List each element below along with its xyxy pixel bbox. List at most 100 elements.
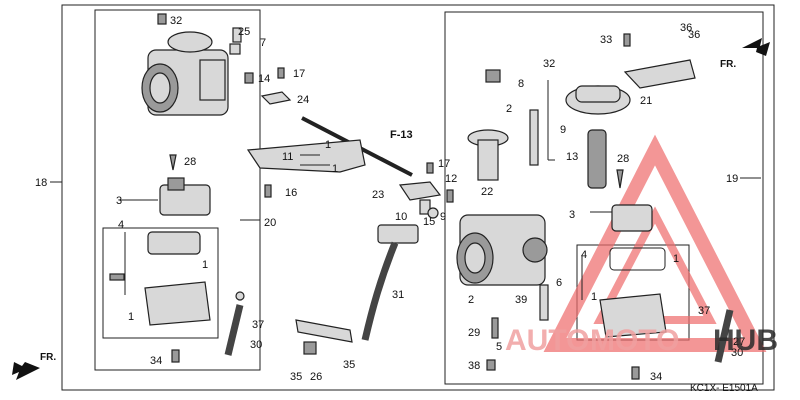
spring-25 xyxy=(232,27,242,43)
float-bowl-box-left xyxy=(102,227,219,339)
clip-24 xyxy=(260,91,292,105)
callout-32: 32 xyxy=(170,15,182,27)
right-group-frame xyxy=(444,11,764,385)
leader-lines xyxy=(50,80,761,300)
callout-21: 21 xyxy=(640,95,652,107)
diagram-code: KC1X- E1501A xyxy=(690,383,758,394)
float-3-left xyxy=(159,177,211,216)
float-bowl-right xyxy=(599,293,667,338)
callout-2b: 2 xyxy=(468,294,474,306)
callout-7: 7 xyxy=(260,37,266,49)
gasket-left xyxy=(147,231,201,255)
float-bowl-left xyxy=(144,281,211,326)
callout-20: 20 xyxy=(264,217,276,229)
callout-33: 33 xyxy=(600,34,612,46)
cap-8 xyxy=(485,69,501,83)
screw-16 xyxy=(264,184,272,198)
callout-22: 22 xyxy=(481,186,493,198)
callout-26: 26 xyxy=(310,371,322,383)
carburetor-body-left xyxy=(141,31,229,116)
callout-1b: 1 xyxy=(332,163,338,175)
diaphragm-piston-22 xyxy=(467,129,509,181)
callout-17a: 17 xyxy=(293,68,305,80)
screw-14 xyxy=(244,72,254,84)
callout-17b: 17 xyxy=(438,158,450,170)
needle-29 xyxy=(491,317,499,339)
callout-30b: 30 xyxy=(731,347,743,359)
throttle-lever-23 xyxy=(398,181,442,201)
callout-4a: 4 xyxy=(118,219,124,231)
outer-frame xyxy=(61,4,775,391)
watermark-moto: MOTO xyxy=(590,324,679,357)
callout-35b: 35 xyxy=(343,359,355,371)
callout-1d: 1 xyxy=(128,311,134,323)
gasket-right xyxy=(609,247,666,271)
callout-25: 25 xyxy=(238,26,250,38)
callout-37b: 37 xyxy=(698,305,710,317)
callout-28b: 28 xyxy=(617,153,629,165)
callout-36b: 36 xyxy=(688,29,700,41)
callout-1e: 1 xyxy=(673,253,679,265)
float-3-right xyxy=(611,204,653,232)
callout-6: 6 xyxy=(556,277,562,289)
callout-3b: 3 xyxy=(569,209,575,221)
clip-37-left xyxy=(235,291,245,301)
screw-34-right xyxy=(631,366,640,380)
fr-arrow-left-icon xyxy=(12,362,40,380)
cap-7 xyxy=(229,43,241,55)
callout-1c: 1 xyxy=(202,259,208,271)
bracket-36 xyxy=(623,59,696,89)
left-group-frame xyxy=(94,9,261,371)
callout-19: 19 xyxy=(726,173,738,185)
callout-15: 15 xyxy=(423,216,435,228)
diaphragm-cover-21 xyxy=(565,85,631,115)
callout-35a: 35 xyxy=(290,371,302,383)
spring-15 xyxy=(427,207,439,219)
callout-16: 16 xyxy=(285,187,297,199)
callout-23: 23 xyxy=(372,189,384,201)
jet-needle-9 xyxy=(529,109,539,166)
drain-screw-left xyxy=(109,273,125,281)
callout-5: 5 xyxy=(496,341,502,353)
callout-30a: 30 xyxy=(250,339,262,351)
fr-arrow-right-icon xyxy=(742,38,770,56)
screw-32-left xyxy=(157,13,167,25)
callout-18: 18 xyxy=(35,177,47,189)
needle-28-right xyxy=(616,169,624,189)
callout-8: 8 xyxy=(518,78,524,90)
callout-3a: 3 xyxy=(116,195,122,207)
watermark-hub: HUB xyxy=(713,324,778,357)
fr-label-left: FR. xyxy=(40,352,56,363)
callout-28a: 28 xyxy=(184,156,196,168)
fr-label-right: FR. xyxy=(720,59,736,70)
callout-38: 38 xyxy=(468,360,480,372)
callout-27: 27 xyxy=(733,336,745,348)
callout-f13: F-13 xyxy=(390,129,413,141)
callout-1f: 1 xyxy=(591,291,597,303)
jet-6 xyxy=(539,284,549,321)
needle-28-left xyxy=(169,154,177,171)
callout-12: 12 xyxy=(445,173,457,185)
screw-17a xyxy=(277,67,285,79)
callout-34a: 34 xyxy=(150,355,162,367)
callout-32b: 32 xyxy=(543,58,555,70)
bracket-26 xyxy=(295,319,353,355)
watermark-auto: AUTO xyxy=(505,324,589,357)
callout-24: 24 xyxy=(297,94,309,106)
callout-29: 29 xyxy=(468,327,480,339)
callout-11: 11 xyxy=(282,151,293,163)
carburetor-body-right xyxy=(456,214,548,286)
callout-2a: 2 xyxy=(506,103,512,115)
screw-34-left xyxy=(171,349,180,363)
callout-1a: 1 xyxy=(325,139,331,151)
callout-14: 14 xyxy=(258,73,270,85)
callout-39: 39 xyxy=(515,294,527,306)
callout-9b: 9 xyxy=(560,124,566,136)
spring-13 xyxy=(587,129,607,189)
callout-37a: 37 xyxy=(252,319,264,331)
callout-34b: 34 xyxy=(650,371,662,383)
callout-31: 31 xyxy=(392,289,404,301)
spring-10 xyxy=(419,199,431,215)
link-bracket-11 xyxy=(246,139,366,173)
